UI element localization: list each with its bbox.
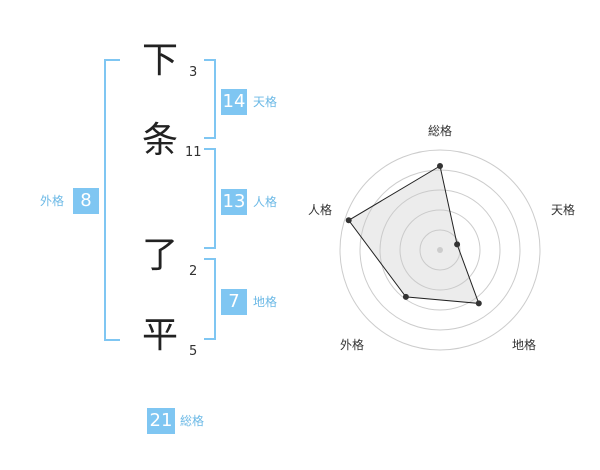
chikaku-badge: 7 — [221, 289, 247, 315]
tenkaku-label: 天格 — [253, 95, 278, 109]
kanji-4: 平 — [141, 315, 178, 356]
stroke-count-4: 5 — [189, 344, 198, 359]
radar-label-jinkaku: 人格 — [307, 203, 332, 217]
jinkaku-bracket — [204, 148, 216, 249]
soukaku-label: 総格 — [180, 414, 205, 428]
gaikaku-badge: 8 — [73, 188, 99, 214]
radar-label-tenkaku: 天格 — [550, 203, 575, 217]
stroke-count-2: 11 — [185, 145, 202, 160]
gaikaku-bracket — [104, 59, 120, 341]
kanji-2: 条 — [141, 120, 178, 161]
chikaku-bracket — [204, 258, 216, 340]
radar-grid — [339, 149, 541, 351]
jinkaku-label: 人格 — [253, 195, 278, 209]
radar-point-jinkaku — [345, 217, 352, 224]
radar-label-gaikaku: 外格 — [339, 338, 364, 352]
radar-point-soukaku — [437, 163, 443, 169]
stroke-count-3: 2 — [189, 264, 198, 279]
stroke-count-1: 3 — [189, 65, 198, 80]
radar-polygon — [347, 165, 480, 304]
radar-label-soukaku: 総格 — [427, 124, 452, 138]
jinkaku-badge: 13 — [221, 189, 247, 215]
radar-point-chikaku — [475, 300, 482, 307]
radar-point-gaikaku — [402, 293, 409, 300]
radar-center-dot — [437, 247, 443, 253]
kanji-1: 下 — [141, 40, 178, 81]
soukaku-badge: 21 — [147, 408, 175, 434]
gaikaku-label: 外格 — [40, 194, 65, 208]
radar-point-tenkaku — [454, 241, 461, 248]
tenkaku-bracket — [204, 59, 216, 139]
tenkaku-badge: 14 — [221, 89, 247, 115]
radar-label-chikaku: 地格 — [511, 338, 536, 352]
chikaku-label: 地格 — [253, 295, 278, 309]
kanji-3: 了 — [141, 235, 178, 276]
